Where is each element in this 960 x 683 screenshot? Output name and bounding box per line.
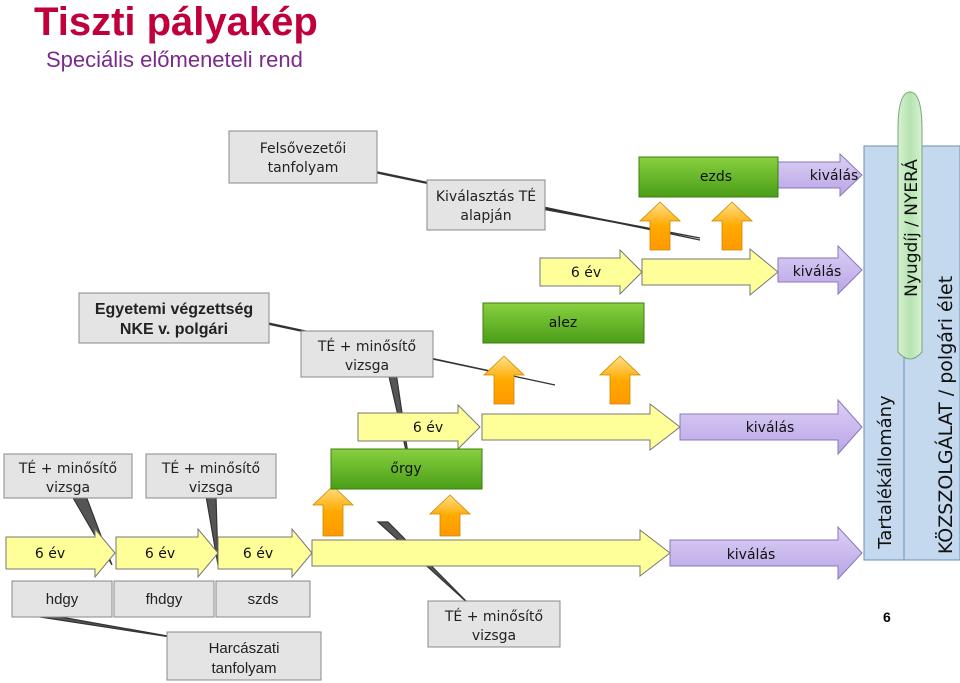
arrow-long-mid (481, 402, 681, 452)
arrow-6ev-1 (5, 527, 116, 579)
callout-boxes (3, 130, 561, 681)
rank-box-alez (482, 302, 645, 344)
box-kivalasztas (426, 179, 546, 231)
te-top-line2: vizsga (345, 358, 389, 374)
rank-box-szds (215, 580, 311, 618)
rank-orgy: őrgy (390, 461, 421, 477)
exit-orgy-label: kiválás (746, 420, 795, 436)
rank-box-orgy (330, 448, 483, 490)
page-subtitle: Speciális előmeneteli rend (46, 47, 303, 72)
rank-box-ezds (638, 156, 779, 198)
exit-arrow-szds (669, 525, 863, 581)
exit-szds-label: kiválás (727, 547, 776, 563)
callout-texts: Felsővezetői tanfolyam Kiválasztás TÉ al… (18, 141, 543, 644)
up-arrow-2 (428, 494, 472, 537)
egyetemi-line2: NKE v. polgári (120, 321, 228, 338)
box-te-left2 (145, 453, 277, 499)
te-left1-line1: TÉ + minősítő (18, 460, 117, 477)
duration-3: 6 év (243, 546, 273, 562)
rank-box-fhdgy (113, 580, 215, 618)
up-arrow-6 (710, 201, 754, 251)
callout-pointers (38, 171, 701, 641)
rank-szds: szds (248, 591, 279, 608)
duration-1: 6 év (35, 546, 65, 562)
kivalasztas-line2: alapján (460, 208, 511, 224)
page-title: Tiszti pályakép (34, 0, 318, 44)
te-left2-line1: TÉ + minősítő (161, 460, 260, 477)
box-harcaszati (166, 631, 322, 681)
up-arrow-1 (311, 485, 355, 537)
nyugdij-capsule (897, 91, 923, 360)
timeline-arrows (5, 247, 779, 579)
exit-arrow-alez (777, 244, 863, 296)
tartalekallomany-label: Tartalékállomány (875, 395, 896, 550)
te-top-line1: TÉ + minősítő (317, 338, 416, 355)
rank-boxes (330, 156, 779, 490)
arrow-6ev-2 (115, 527, 219, 579)
exit-alez-label: kiválás (793, 264, 842, 280)
tartalekallomany-block (863, 145, 905, 561)
kivalasztas-line1: Kiválasztás TÉ (436, 188, 536, 205)
promotion-arrows (311, 201, 754, 537)
up-arrow-4 (598, 355, 642, 405)
box-egyetemi (78, 292, 270, 344)
exit-texts: kiválás kiválás kiválás kiválás (727, 168, 859, 563)
rank-fhdgy: fhdgy (146, 591, 183, 608)
arrow-long-top (641, 247, 779, 297)
slide-number: 6 (883, 609, 891, 625)
arrow-6ev-5 (539, 248, 643, 296)
up-arrow-3 (482, 355, 526, 405)
te-bottom-line1: TÉ + minősítő (444, 608, 543, 625)
bottom-rank-boxes (11, 580, 311, 618)
duration-5: 6 év (571, 265, 601, 281)
box-felsovezetoi (228, 130, 378, 184)
duration-2: 6 év (145, 546, 175, 562)
harcaszati-line2: tanfolyam (211, 660, 276, 677)
exit-arrows (669, 152, 863, 581)
arrow-6ev-4 (357, 403, 481, 451)
kozszolgalat-label: KÖZSZOLGÁLAT / polgári élet (934, 276, 957, 554)
harcaszati-line1: Harcászati (209, 640, 280, 657)
side-texts: Tartalékállomány Nyugdíj / NYERÁ KÖZSZOL… (875, 159, 957, 554)
felsovezetoi-line2: tanfolyam (268, 160, 339, 176)
duration-texts: 6 év 6 év 6 év 6 év 6 év (35, 265, 601, 562)
te-left2-line2: vizsga (189, 480, 233, 496)
arrow-long-bottom (311, 528, 671, 578)
box-te-top (300, 330, 434, 378)
box-te-left1 (3, 453, 133, 499)
rank-box-hdgy (11, 580, 113, 618)
felsovezetoi-line1: Felsővezetői (260, 141, 346, 157)
duration-4: 6 év (413, 420, 443, 436)
rank-texts: őrgy alez ezds (390, 169, 732, 477)
rank-ezds: ezds (700, 169, 732, 185)
exit-ezds-label: kiválás (810, 168, 859, 184)
te-bottom-line2: vizsga (472, 628, 516, 644)
nyugdij-label: Nyugdíj / NYERÁ (900, 159, 922, 297)
egyetemi-line1: Egyetemi végzettség (95, 301, 253, 318)
exit-arrow-orgy (679, 398, 863, 456)
rank-alez: alez (549, 315, 577, 331)
up-arrow-5 (638, 201, 682, 251)
pointer-kivalasztas (519, 204, 701, 239)
exit-arrow-ezds (777, 152, 863, 198)
callout-texts-sans: Egyetemi végzettség NKE v. polgári Harcá… (46, 301, 280, 677)
arrow-6ev-3 (217, 527, 313, 579)
rank-hdgy: hdgy (46, 591, 79, 608)
te-left1-line2: vizsga (46, 480, 90, 496)
box-te-bottom (427, 600, 561, 648)
